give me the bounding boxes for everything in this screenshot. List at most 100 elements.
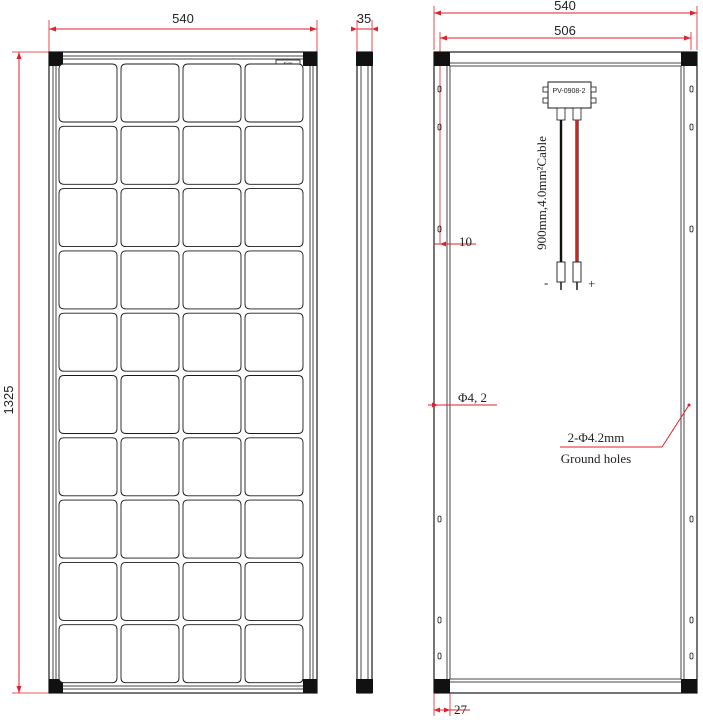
rear-width-arrow-right bbox=[690, 10, 697, 16]
junction-box-tab-bl bbox=[542, 97, 549, 104]
junction-box-tab-left bbox=[542, 86, 549, 93]
mount-slot-l1 bbox=[437, 85, 442, 93]
front-width-arrow-right bbox=[310, 26, 317, 32]
solar-cell bbox=[120, 63, 180, 123]
side-thickness-label: 35 bbox=[357, 11, 371, 26]
rear-spacing-arrow-right bbox=[684, 35, 691, 41]
solar-cell bbox=[182, 624, 242, 684]
connector-negative bbox=[556, 261, 566, 283]
junction-box-tab-br bbox=[590, 97, 597, 104]
front-inner-frame-2 bbox=[55, 58, 311, 687]
solar-cell bbox=[58, 63, 118, 123]
rear-spacing-arrow-left bbox=[440, 35, 447, 41]
solar-cell bbox=[244, 375, 304, 434]
front-corner-tl bbox=[49, 52, 63, 66]
junction-box-label: PV-0908-2 bbox=[552, 88, 585, 95]
ground-holes-label-2: Ground holes bbox=[561, 451, 631, 466]
solar-cell bbox=[120, 499, 180, 559]
front-height-label: 1325 bbox=[1, 386, 16, 415]
edge-offset-label: 10 bbox=[459, 234, 472, 249]
solar-cell bbox=[182, 250, 242, 310]
front-inner-frame-1 bbox=[52, 55, 314, 690]
front-height-arrow-top bbox=[16, 52, 22, 59]
ground-holes-label-1: 2-Φ4.2mm bbox=[568, 430, 625, 445]
solar-cell bbox=[58, 561, 118, 621]
connector-positive bbox=[572, 261, 582, 283]
rear-corner-br bbox=[681, 679, 697, 693]
edge-offset-arrow bbox=[440, 241, 446, 247]
solar-cell bbox=[58, 624, 118, 684]
mount-slot-l6 bbox=[437, 652, 442, 660]
front-width-label: 540 bbox=[172, 11, 194, 26]
hole-diameter-arrow bbox=[432, 402, 438, 408]
cable-minus-sign: - bbox=[544, 275, 548, 290]
front-corner-br bbox=[303, 679, 317, 693]
rear-inner-frame-2 bbox=[446, 62, 685, 683]
solar-cell bbox=[120, 561, 180, 621]
side-corner-top bbox=[356, 52, 373, 66]
mount-slot-l2 bbox=[437, 123, 442, 131]
solar-cell bbox=[120, 188, 180, 248]
solar-cell bbox=[182, 312, 242, 372]
rear-mount-holes bbox=[437, 85, 694, 660]
solar-cell bbox=[120, 437, 180, 497]
solar-cell bbox=[120, 250, 180, 310]
junction-box-tab-right bbox=[590, 86, 597, 93]
mount-slot-r2 bbox=[689, 123, 694, 131]
ground-hole-marker bbox=[687, 403, 691, 407]
solar-cell bbox=[58, 250, 118, 310]
cables: - + bbox=[544, 120, 595, 291]
solar-cell bbox=[244, 437, 304, 497]
mount-slot-r6 bbox=[689, 652, 694, 660]
solar-cell bbox=[58, 125, 118, 185]
solar-cell bbox=[244, 312, 304, 372]
rear-outer-frame bbox=[433, 51, 698, 694]
solar-cell bbox=[58, 312, 118, 372]
mount-slot-r5 bbox=[689, 616, 694, 624]
solar-cell bbox=[244, 63, 304, 123]
solar-cell bbox=[182, 499, 242, 559]
cable-spec-label: 900mm,4.0mm²Cable bbox=[534, 136, 549, 250]
rear-corner-bl bbox=[434, 679, 450, 693]
ground-leader-diag bbox=[661, 404, 690, 448]
rear-corner-tl bbox=[434, 52, 450, 66]
solar-cell bbox=[58, 499, 118, 559]
solar-cell bbox=[182, 375, 242, 434]
solar-cell bbox=[182, 437, 242, 497]
solar-cell bbox=[58, 375, 118, 434]
front-corner-tr bbox=[303, 52, 317, 66]
solar-cell bbox=[58, 437, 118, 497]
solar-cell bbox=[244, 188, 304, 248]
solar-cell bbox=[244, 250, 304, 310]
junction-box-body bbox=[547, 81, 592, 109]
front-outer-frame bbox=[48, 51, 318, 694]
solar-cell bbox=[182, 63, 242, 123]
rear-width-label: 540 bbox=[554, 0, 576, 13]
solar-cell bbox=[120, 375, 180, 434]
solar-cell bbox=[244, 125, 304, 185]
front-corner-bl bbox=[49, 679, 63, 693]
rear-view: 540 506 bbox=[428, 0, 698, 717]
solar-cell bbox=[244, 624, 304, 684]
solar-cell bbox=[182, 188, 242, 248]
front-height-arrow-bottom bbox=[16, 686, 22, 693]
rear-inner-frame bbox=[449, 65, 682, 680]
solar-cell bbox=[182, 125, 242, 185]
mount-slot-r4 bbox=[689, 515, 694, 523]
mount-slot-r1 bbox=[689, 85, 694, 93]
mount-slot-l4 bbox=[437, 515, 442, 523]
mount-slot-l3 bbox=[437, 225, 442, 233]
front-width-arrow-left bbox=[49, 26, 56, 32]
solar-cell-grid bbox=[58, 63, 304, 684]
solar-cell bbox=[120, 624, 180, 684]
solar-cell bbox=[244, 561, 304, 621]
side-thickness-arrow-left bbox=[351, 26, 357, 32]
front-nameplate-label: Sign bbox=[283, 61, 293, 66]
solar-cell bbox=[120, 125, 180, 185]
hole-diameter-label: Φ4, 2 bbox=[458, 390, 487, 405]
solar-cell bbox=[58, 188, 118, 248]
side-view: 35 bbox=[351, 11, 378, 694]
corner-label: 27 bbox=[454, 702, 468, 717]
mount-slot-l5 bbox=[437, 616, 442, 624]
